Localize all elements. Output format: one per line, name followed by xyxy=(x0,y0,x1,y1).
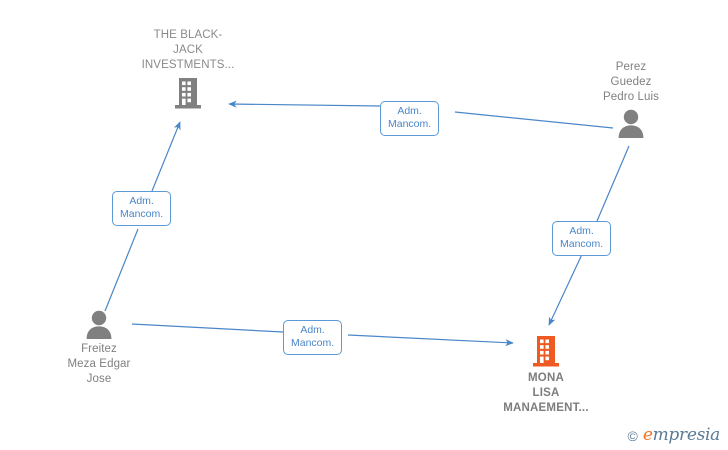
empresia-logo-initial: e xyxy=(642,425,653,445)
empresia-logo: empresia xyxy=(643,427,720,444)
edge-freitez-to-monalisa-left xyxy=(131,323,284,333)
node-freitez-label: Freitez Meza Edgar Jose xyxy=(67,343,131,385)
empresia-watermark: © empresia xyxy=(627,427,721,444)
copyright-icon: © xyxy=(627,427,638,444)
edge-label-freitez-to-blackjack[interactable]: Adm. Mancom. xyxy=(112,191,172,226)
edge-perez-to-blackjack-left xyxy=(228,100,381,108)
edge-label-freitez-to-monalisa[interactable]: Adm. Mancom. xyxy=(283,320,343,355)
person-icon xyxy=(551,108,711,138)
node-perez-guedez-label: Perez Guedez Pedro Luis xyxy=(603,61,659,103)
node-black-jack-label: THE BLACK- JACK INVESTMENTS... xyxy=(141,29,235,71)
edge-freitez-to-monalisa-right xyxy=(347,334,514,347)
edge-perez-to-monalisa-lower xyxy=(548,249,585,326)
building-icon xyxy=(466,334,626,368)
node-black-jack-investments[interactable]: THE BLACK- JACK INVESTMENTS... xyxy=(108,28,268,110)
edge-label-perez-to-blackjack[interactable]: Adm. Mancom. xyxy=(380,101,440,136)
edge-label-perez-to-monalisa[interactable]: Adm. Mancom. xyxy=(552,221,612,256)
person-icon xyxy=(19,309,179,339)
node-perez-guedez-pedro-luis[interactable]: Perez Guedez Pedro Luis xyxy=(551,60,711,138)
edge-freitez-to-blackjack-lower xyxy=(104,228,139,312)
building-icon xyxy=(108,76,268,110)
node-mona-lisa-label: MONA LISA MANAEMENT... xyxy=(503,372,589,414)
node-freitez-meza-edgar-jose[interactable]: Freitez Meza Edgar Jose xyxy=(19,309,179,387)
edge-perez-to-blackjack-right xyxy=(454,111,614,129)
node-mona-lisa-manaement[interactable]: MONA LISA MANAEMENT... xyxy=(466,334,626,416)
edge-perez-to-monalisa-upper xyxy=(596,145,630,222)
empresia-logo-text: mpresia xyxy=(652,425,721,445)
edge-freitez-to-blackjack-upper xyxy=(151,121,181,192)
